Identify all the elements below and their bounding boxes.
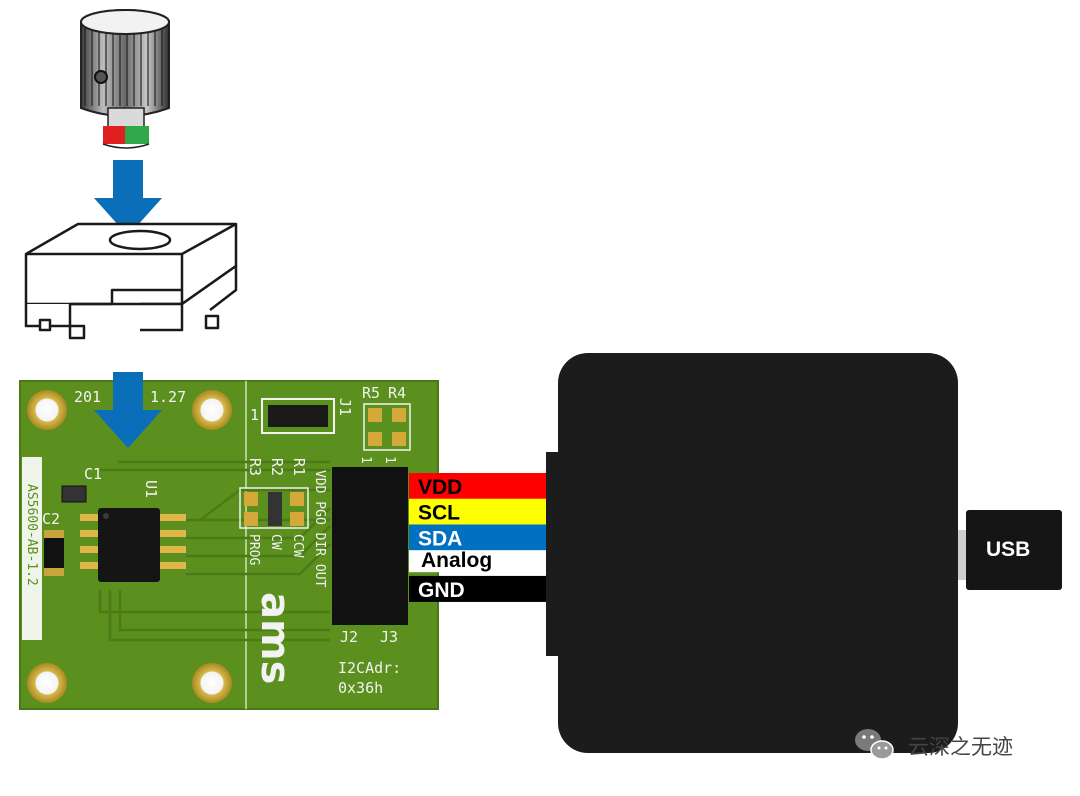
ref-u1: U1 bbox=[142, 480, 160, 498]
arrow-down-icon bbox=[94, 372, 162, 448]
mount-hole bbox=[192, 663, 232, 703]
mount-hole bbox=[27, 663, 67, 703]
ref-c2: C2 bbox=[42, 510, 60, 528]
wechat-icon bbox=[855, 729, 894, 760]
watermark: 云深之无迹 bbox=[855, 729, 1013, 760]
wire-scl bbox=[409, 498, 548, 525]
ref-j2: J2 bbox=[340, 628, 358, 646]
chip-icon bbox=[80, 508, 186, 582]
ref-r5-pin1: 1 bbox=[358, 456, 373, 464]
wire-label-analog: Analog bbox=[421, 549, 492, 572]
ref-r2: R2 bbox=[268, 458, 286, 476]
ref-j1: J1 bbox=[336, 398, 354, 416]
wire-analog bbox=[409, 550, 548, 573]
board-date-left: 201 bbox=[74, 388, 101, 406]
board-date-right: 1.27 bbox=[150, 388, 186, 406]
part-number: AS5600-AB-1.2 bbox=[24, 484, 39, 586]
i2c-address: 0x36h bbox=[338, 679, 383, 697]
programmer-box bbox=[546, 353, 968, 753]
bracket-icon bbox=[24, 222, 238, 340]
arrow-down-icon bbox=[94, 160, 162, 236]
wire-label-vdd: VDD bbox=[418, 476, 462, 499]
ref-r5: R5 bbox=[362, 384, 380, 402]
ams-logo: ams bbox=[252, 592, 298, 684]
ref-j1-pin1: 1 bbox=[250, 406, 259, 424]
magnet-icon bbox=[102, 126, 150, 149]
silk-cw: CW bbox=[268, 534, 283, 550]
mount-hole bbox=[27, 390, 67, 430]
ref-r4-pin1: 1 bbox=[382, 456, 397, 464]
wire-gnd bbox=[409, 575, 548, 602]
wire-label-sda: SDA bbox=[418, 527, 462, 550]
mount-hole bbox=[192, 390, 232, 430]
silk-ccw: CCW bbox=[290, 534, 305, 558]
wire-sda bbox=[409, 524, 548, 551]
ref-c1: C1 bbox=[84, 465, 102, 483]
ref-j3: J3 bbox=[380, 628, 398, 646]
sensor-board: 201 1.27 AS5600-AB-1.2 C1 C2 U1 1 bbox=[19, 380, 439, 710]
usb-connector: USB bbox=[966, 510, 1062, 590]
knob-icon bbox=[80, 9, 170, 131]
ref-r3: R3 bbox=[246, 458, 264, 476]
wire-label-scl: SCL bbox=[418, 502, 460, 525]
i2c-label: I2CAdr: bbox=[338, 659, 401, 677]
ref-r1: R1 bbox=[290, 458, 308, 476]
ref-r4: R4 bbox=[388, 384, 406, 402]
watermark-text: 云深之无迹 bbox=[908, 735, 1013, 759]
usb-label: USB bbox=[986, 538, 1030, 561]
silk-prog: PROG bbox=[246, 534, 261, 565]
silk-pin-labels: VDD PGO DIR OUT bbox=[312, 470, 327, 588]
wire-vdd bbox=[409, 473, 548, 499]
wire-label-gnd: GND bbox=[418, 579, 465, 602]
